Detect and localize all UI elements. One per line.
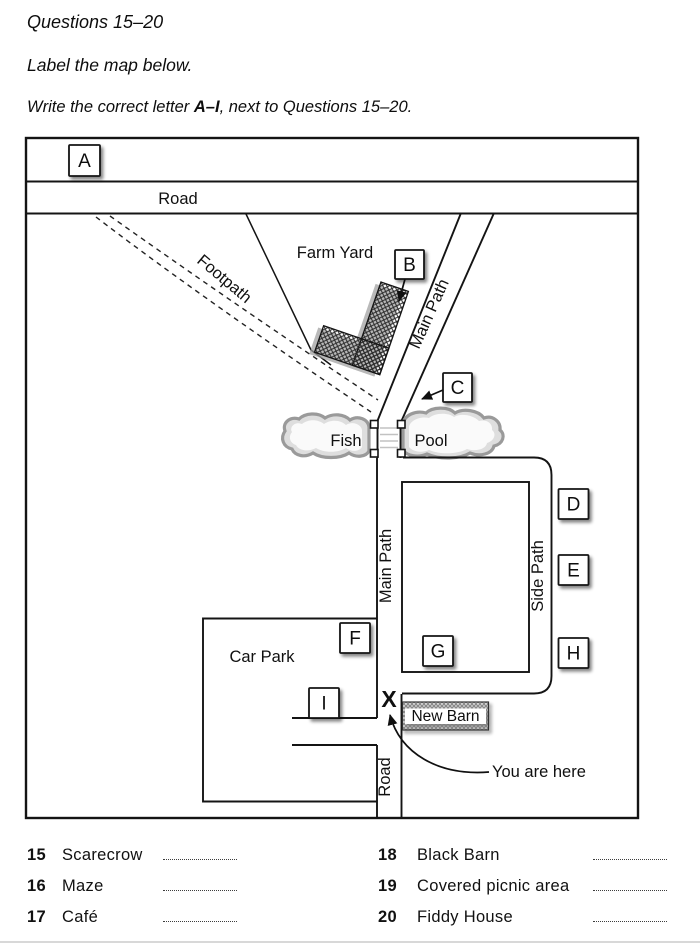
map-marker-B: B <box>394 249 425 280</box>
car-park-outline <box>202 617 377 803</box>
svg-text:F: F <box>349 629 361 650</box>
svg-text:E: E <box>567 561 580 582</box>
svg-text:B: B <box>403 255 416 276</box>
fish-label: Fish <box>330 432 361 450</box>
car-park-label: Car Park <box>229 648 295 666</box>
question-label: Maze <box>62 877 104 895</box>
question-number: 18 <box>378 846 397 864</box>
road-top-label: Road <box>158 190 197 208</box>
map-marker-D: D <box>557 488 590 520</box>
question-label: Covered picnic area <box>417 877 570 895</box>
x-mark: X <box>381 686 397 712</box>
footpath-dashed-line-2 <box>95 216 372 413</box>
path-loop-outer <box>402 456 553 695</box>
svg-text:I: I <box>321 694 326 715</box>
map-marker-A: A <box>68 144 101 177</box>
page-bottom-rule <box>0 941 700 943</box>
you-are-here-arrow <box>387 714 490 774</box>
marker-b-arrow <box>396 278 407 302</box>
answer-blank <box>163 921 237 922</box>
bridge-post <box>396 448 406 458</box>
page-title: Questions 15–20 <box>27 12 164 32</box>
question-number: 15 <box>27 846 46 864</box>
road-bottom-label: Road <box>376 757 394 796</box>
answer-blank <box>593 859 667 860</box>
instruction-line: Label the map below. <box>27 55 193 75</box>
question-number: 17 <box>27 908 46 926</box>
footpath-dashed-line-1 <box>109 215 379 401</box>
map-marker-G: G <box>422 635 454 667</box>
side-path-label: Side Path <box>529 540 547 612</box>
question-label: Scarecrow <box>62 846 143 864</box>
instruction-prefix: Write the correct letter <box>27 98 194 116</box>
answer-blank <box>593 890 667 891</box>
map-marker-F: F <box>339 622 371 654</box>
svg-text:G: G <box>431 642 446 663</box>
map-marker-C: C <box>442 372 473 403</box>
svg-text:C: C <box>451 378 465 399</box>
bridge-post <box>369 419 379 429</box>
map-marker-H: H <box>557 637 590 669</box>
map-marker-E: E <box>557 554 590 586</box>
map-marker-I: I <box>308 687 340 719</box>
bridge-post <box>396 419 406 429</box>
question-label: Black Barn <box>417 846 500 864</box>
svg-text:D: D <box>567 495 581 516</box>
you-are-here-label: You are here <box>492 763 586 781</box>
inner-field <box>401 481 530 673</box>
fish-pool-left <box>281 412 371 460</box>
main-path-lower-label: Main Path <box>377 529 395 603</box>
pool-label: Pool <box>414 432 447 450</box>
bridge-post <box>369 448 379 458</box>
main-path-diagonal-left-line <box>376 212 462 423</box>
main-path-diagonal-right-line <box>400 212 495 423</box>
answer-blank <box>163 890 237 891</box>
marker-c-arrow <box>421 389 444 400</box>
new-barn-label: New Barn <box>411 708 479 725</box>
question-number: 20 <box>378 908 397 926</box>
instruction-letter-range: A–I <box>193 98 220 116</box>
question-label: Café <box>62 908 99 926</box>
farm-building <box>309 281 410 377</box>
svg-text:H: H <box>567 644 581 665</box>
question-label: Fiddy House <box>417 908 513 926</box>
answer-blank <box>593 921 667 922</box>
instruction-suffix: , next to Questions 15–20. <box>219 98 413 116</box>
instruction-line-2: Write the correct letter A–I, next to Qu… <box>27 98 412 117</box>
footbridge <box>369 419 406 458</box>
answer-blank <box>163 859 237 860</box>
new-barn-building: New Barn <box>401 701 490 731</box>
farmyard-label: Farm Yard <box>297 244 373 262</box>
svg-text:A: A <box>78 151 91 172</box>
question-number: 16 <box>27 877 46 895</box>
question-number: 19 <box>378 877 397 895</box>
